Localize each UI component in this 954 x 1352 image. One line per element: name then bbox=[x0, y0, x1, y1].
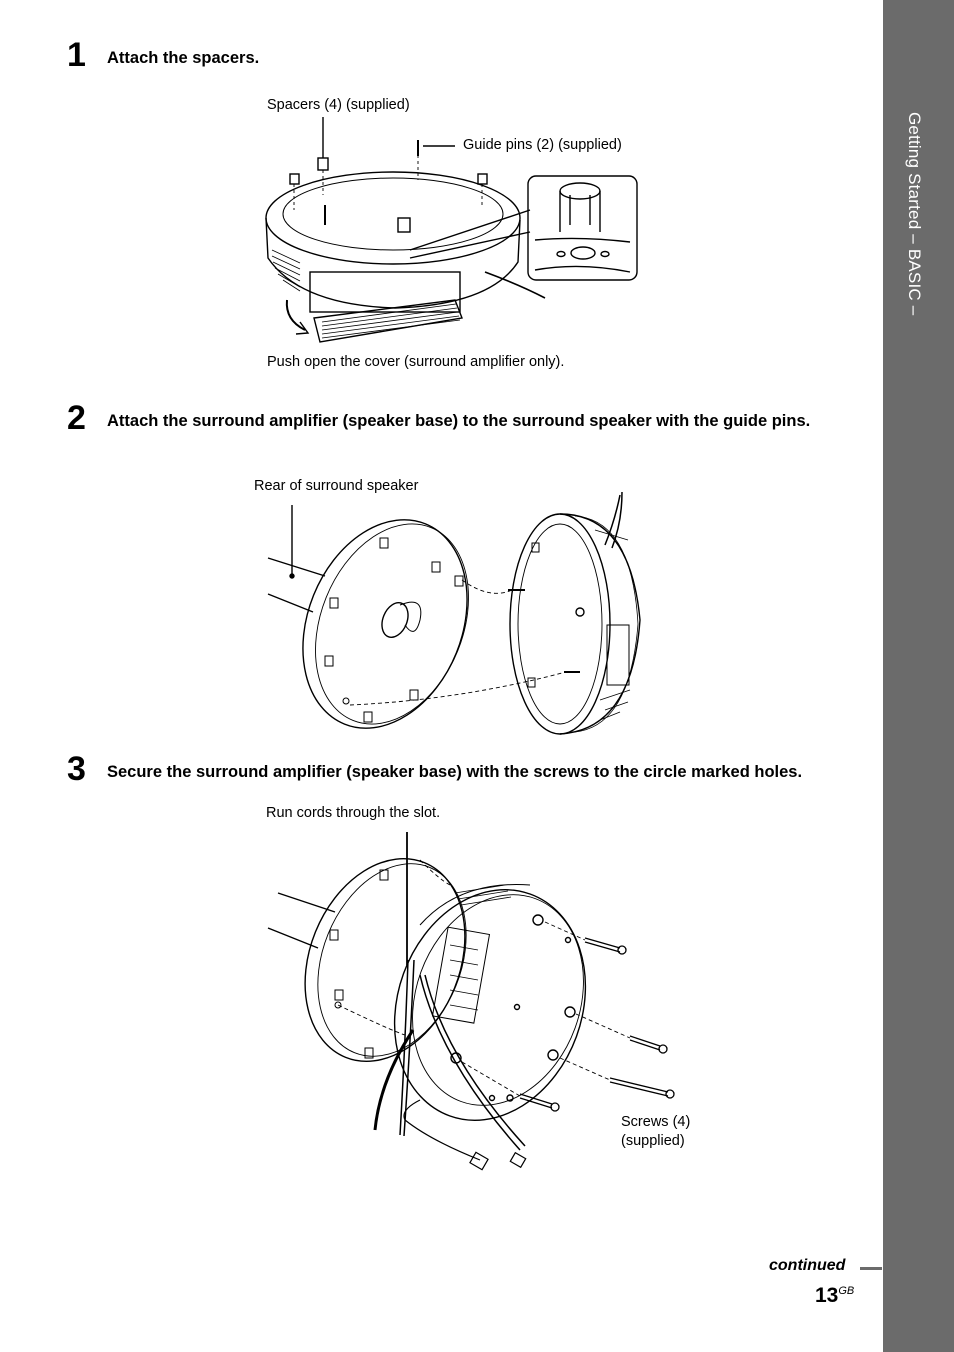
step-3-number: 3 bbox=[67, 750, 86, 788]
page-number-suffix: GB bbox=[838, 1285, 855, 1297]
caption-screws: Screws (4) (supplied) bbox=[621, 1114, 691, 1149]
caption-run-cords: Run cords through the slot. bbox=[266, 805, 441, 821]
caption-guide-pins: Guide pins (2) (supplied) bbox=[463, 137, 622, 153]
caption-push-open: Push open the cover (surround amplifier … bbox=[267, 354, 565, 370]
caption-rear-speaker: Rear of surround speaker bbox=[254, 478, 419, 494]
step-2-number: 2 bbox=[67, 399, 86, 437]
page-number: 13GB bbox=[815, 1284, 854, 1308]
step-1-text: Attach the spacers. bbox=[107, 49, 260, 67]
step-1-number: 1 bbox=[67, 36, 86, 74]
step-3-text: Secure the surround amplifier (speaker b… bbox=[107, 763, 803, 781]
continued-label: continued bbox=[769, 1257, 846, 1274]
section-label: Getting Started – BASIC – bbox=[905, 112, 924, 316]
caption-spacers: Spacers (4) (supplied) bbox=[267, 97, 410, 113]
continued-bar bbox=[860, 1267, 882, 1270]
step-2-text: Attach the surround amplifier (speaker b… bbox=[107, 412, 811, 430]
page-number-value: 13 bbox=[815, 1284, 839, 1307]
sidebar-tab bbox=[883, 0, 954, 1352]
